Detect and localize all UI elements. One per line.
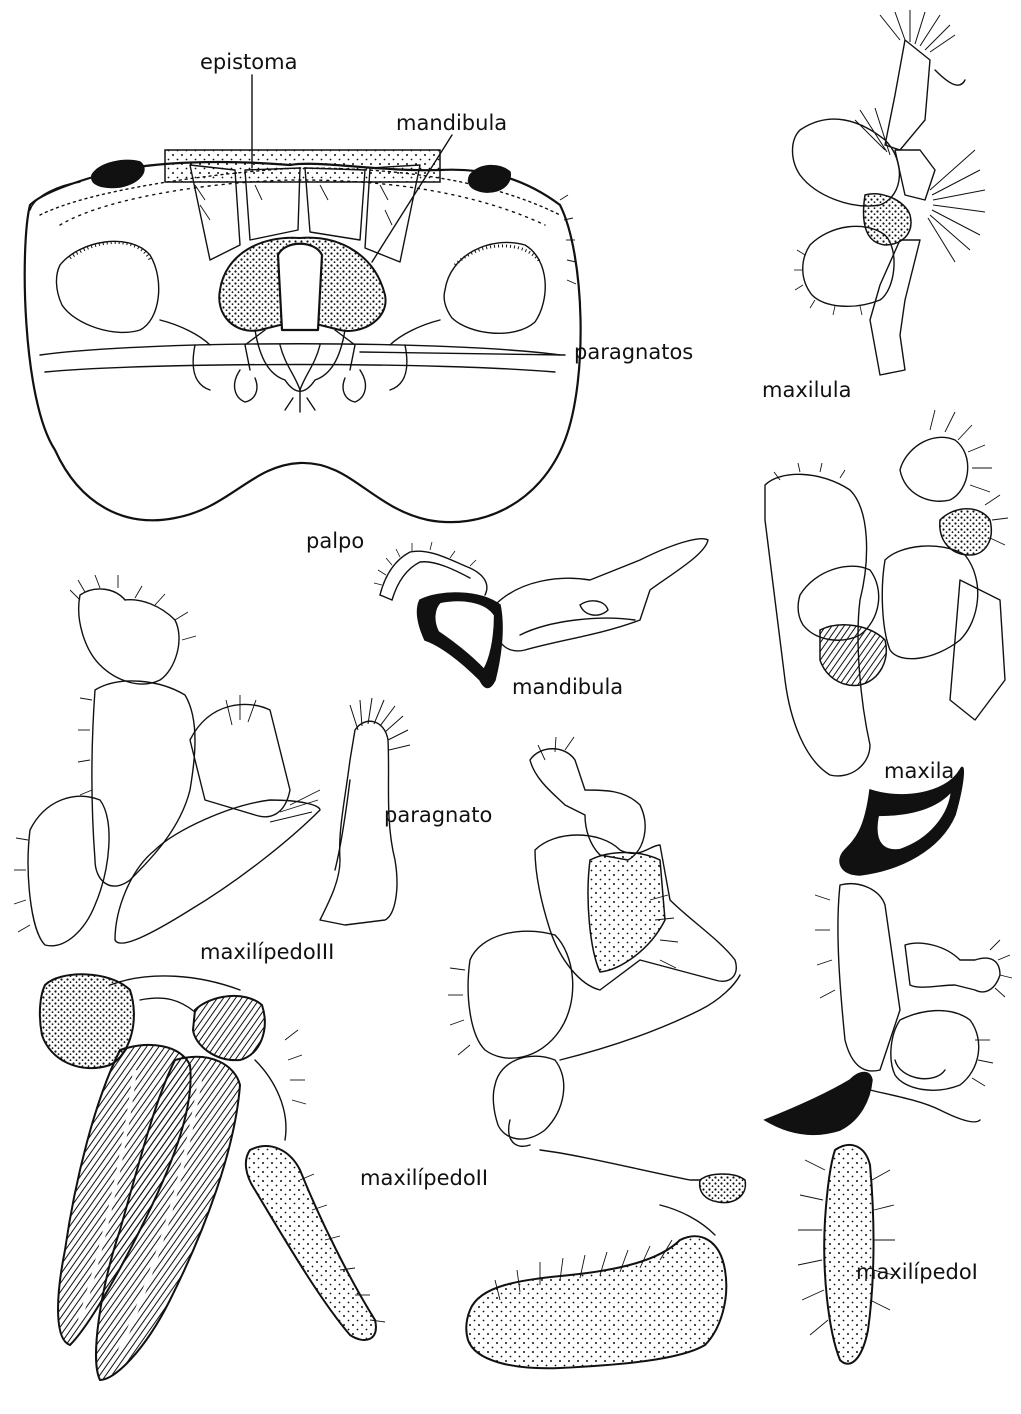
label-mandibula-head: mandibula — [396, 113, 507, 134]
label-mandibula: mandibula — [512, 677, 623, 698]
label-paragnato: paragnato — [384, 805, 492, 826]
head-frontal-view — [25, 75, 581, 522]
label-paragnatos: paragnatos — [574, 342, 693, 363]
maxila-drawing — [765, 410, 1008, 776]
label-maxilipedo-ii: maxilípedoII — [360, 1168, 488, 1189]
label-maxilipedo-iii: maxilípedoIII — [200, 942, 334, 963]
maxilula-drawing — [793, 10, 986, 375]
maxilipedo-ii-drawing — [448, 737, 745, 1368]
label-epistoma: epistoma — [200, 52, 297, 73]
label-maxilula: maxilula — [762, 380, 851, 401]
label-palpo: palpo — [306, 531, 364, 552]
maxilipedo-iii-drawing — [14, 575, 385, 1380]
label-maxila: maxila — [884, 761, 954, 782]
mandibula-drawing — [374, 539, 708, 688]
label-maxilipedo-i: maxilípedoI — [856, 1262, 978, 1283]
